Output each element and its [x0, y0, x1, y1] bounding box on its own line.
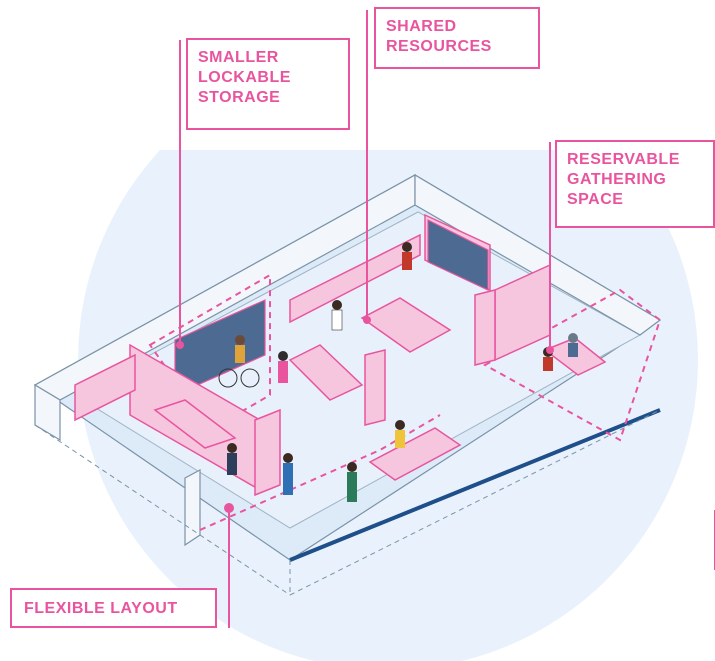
tables	[153, 297, 607, 481]
right-shelving	[474, 263, 551, 366]
person-on-bicycle	[218, 335, 260, 388]
person	[568, 333, 578, 357]
label-smaller-lockable-storage: SMALLER LOCKABLE STORAGE	[186, 38, 350, 130]
label-flexible-layout: FLEXIBLE LAYOUT	[10, 588, 217, 628]
person	[395, 420, 405, 448]
person	[402, 242, 412, 270]
leader-lines	[179, 10, 715, 628]
person	[331, 300, 343, 331]
leader-dots	[176, 316, 554, 513]
pillar	[364, 349, 386, 426]
locker-units	[174, 219, 489, 396]
person	[227, 443, 237, 475]
person	[278, 351, 288, 383]
label-reservable-gathering-space: RESERVABLE GATHERING SPACE	[555, 140, 715, 228]
ground-edge	[34, 408, 661, 596]
label-shared-resources: SHARED RESOURCES	[374, 7, 540, 69]
room-walls	[33, 173, 662, 547]
person	[347, 462, 357, 502]
people	[218, 242, 578, 502]
person	[283, 453, 293, 495]
